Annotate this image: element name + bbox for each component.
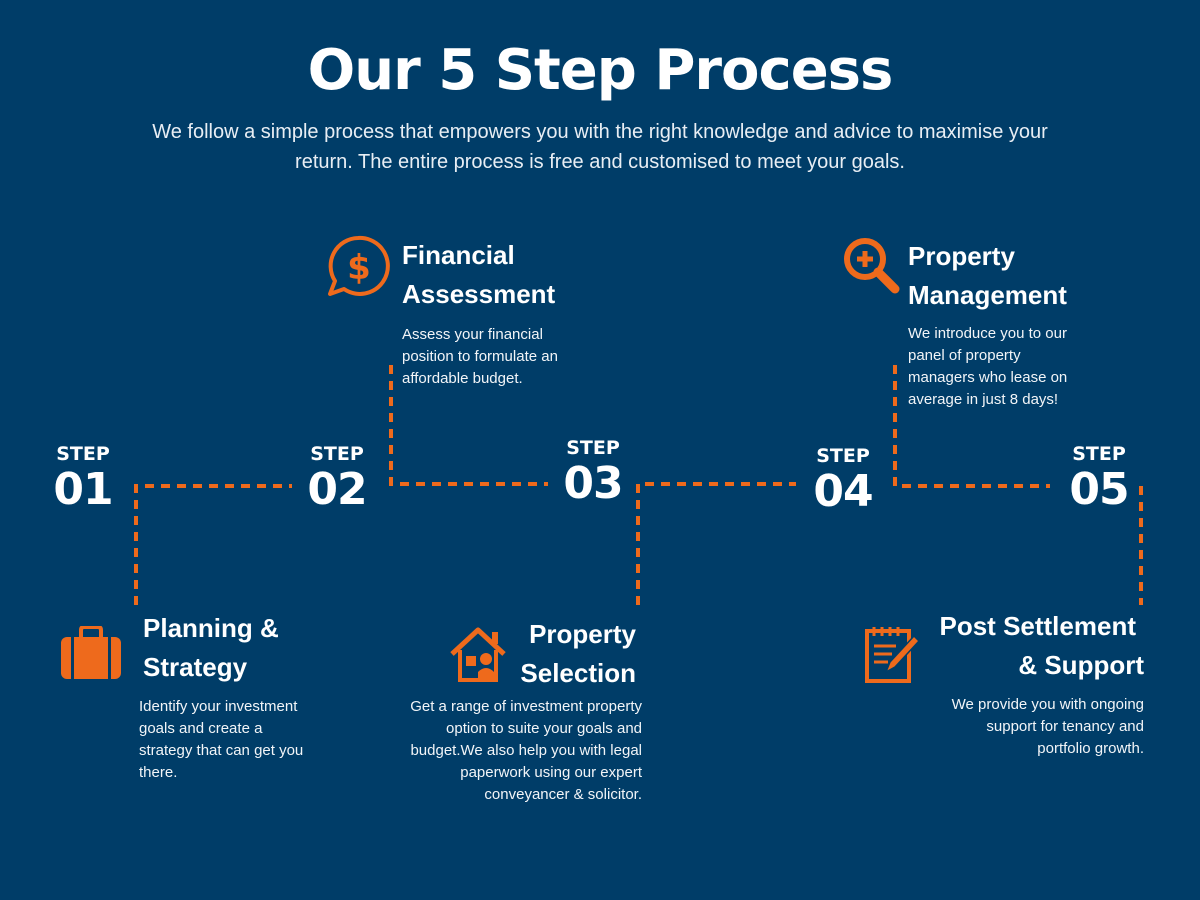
step-01-marker: STEP 01 [42,444,124,516]
step-01-description: Identify your investment goals and creat… [139,698,304,781]
svg-text:$: $ [347,248,371,288]
house-icon [450,627,506,682]
step-02-description: Assess your financial position to formul… [402,326,558,387]
step-number: 02 [307,464,367,515]
step-label: STEP [566,437,620,459]
heading-line: Selection [520,658,636,688]
step-number: 05 [1069,464,1129,515]
step-04-description: We introduce you to our panel of propert… [908,325,1068,408]
checklist-icon [865,627,920,683]
step-05-description: We provide you with ongoing support for … [951,696,1144,757]
step-03-heading: Property Selection [400,615,636,693]
step-label: STEP [310,443,364,465]
heading-line: Assessment [402,279,556,309]
heading-line: Financial [402,240,515,270]
step-03-marker: STEP 03 [552,438,634,510]
page-title: Our 5 Step Process [307,38,894,103]
step-label: STEP [56,443,110,465]
heading-line: Planning & [143,613,279,643]
dollar-chat-icon: $ [328,235,390,296]
heading-line: & Support [1018,650,1144,680]
step-04-marker: STEP 04 [802,446,884,518]
step-03-description: Get a range of investment property optio… [410,698,642,803]
step-05-marker: STEP 05 [1058,444,1140,516]
magnifier-icon [844,238,900,294]
briefcase-icon [61,626,121,679]
step-04-heading: Property Management [908,237,1067,315]
step-number: 01 [53,464,113,515]
heading-line: Management [908,280,1067,310]
page-subtitle: We follow a simple process that empowers… [152,121,1048,173]
step-label: STEP [1072,443,1126,465]
heading-line: Property [529,619,636,649]
step-label: STEP [816,445,870,467]
heading-line: Property [908,241,1015,271]
step-number: 04 [813,466,873,517]
step-02-marker: STEP 02 [296,444,378,516]
step-02-heading: Financial Assessment [402,236,555,314]
heading-line: Post Settlement [939,611,1137,641]
step-01-heading: Planning & Strategy [143,609,279,687]
step-number: 03 [563,458,623,509]
step-05-heading: Post Settlement & Support [900,607,1145,685]
heading-line: Strategy [143,652,248,682]
